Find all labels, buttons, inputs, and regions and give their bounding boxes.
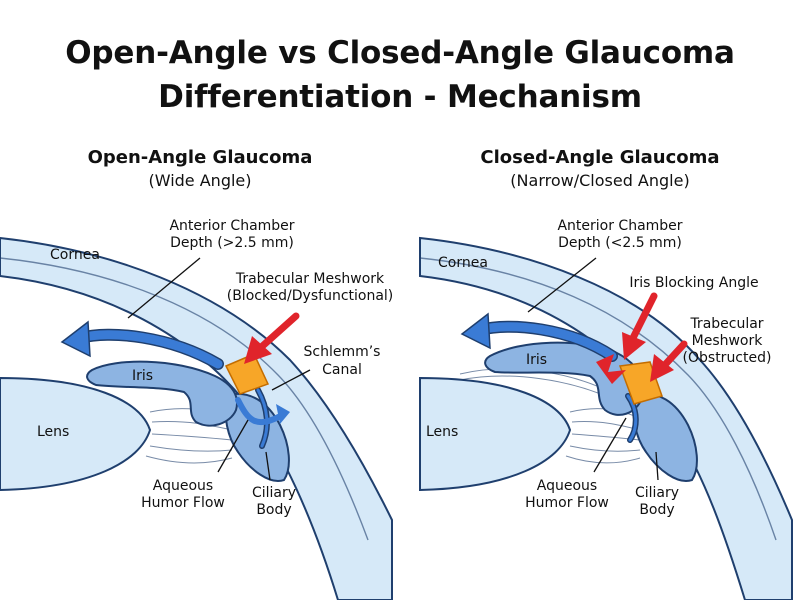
sclera-inner-line [0, 257, 369, 541]
aqueous-label-2: Humor Flow [525, 495, 609, 511]
schlemm-label-2: Canal [322, 362, 362, 378]
acd-label-1: Anterior Chamber [557, 218, 682, 234]
right-panel-header: Closed-Angle Glaucoma (Narrow/Closed Ang… [400, 146, 800, 192]
angle-block-burst [596, 354, 626, 384]
title-line-1: Open-Angle vs Closed-Angle Glaucoma [65, 35, 735, 71]
aqueous-flow-arrowhead [460, 312, 491, 350]
left-heading: Open-Angle Glaucoma [87, 147, 313, 168]
open-angle-diagram: Cornea Anterior Chamber Depth (>2.5 mm) … [0, 218, 394, 600]
tm-label-2: (Blocked/Dysfunctional) [227, 288, 394, 304]
acd-label-1: Anterior Chamber [169, 218, 294, 234]
title-line-2: Differentiation - Mechanism [158, 79, 642, 115]
acd-label-2: Depth (<2.5 mm) [558, 235, 682, 251]
ciliary-label-1: Ciliary [252, 485, 296, 501]
left-panel-header: Open-Angle Glaucoma (Wide Angle) [0, 146, 400, 192]
iris-shape [86, 360, 238, 427]
sclera-inner-line [419, 257, 777, 541]
ciliary-body-shape [632, 392, 698, 482]
right-heading: Closed-Angle Glaucoma [480, 147, 720, 168]
tm-label-3: (Obstructed) [683, 350, 772, 366]
lens-label: Lens [426, 424, 458, 440]
iris-block-red-pointer [628, 292, 658, 344]
ciliary-label-2: Body [639, 502, 674, 518]
tm-label-2: Meshwork [692, 333, 764, 349]
aqueous-label-2: Humor Flow [141, 495, 225, 511]
aqueous-flow-arrow-lower [235, 397, 285, 426]
meshwork-red-pointer [254, 312, 300, 354]
aqueous-flow-arrowhead-upper [60, 320, 91, 358]
schlemm-label-1: Schlemm’s [304, 344, 381, 360]
aqueous-label-1: Aqueous [153, 478, 213, 494]
cornea-label: Cornea [438, 255, 488, 271]
lens-shape [0, 376, 152, 492]
tm-label-1: Trabecular Meshwork [235, 271, 385, 287]
acd-label-2: Depth (>2.5 mm) [170, 235, 294, 251]
iris-label: Iris [132, 368, 153, 384]
ciliary-label-1: Ciliary [635, 485, 679, 501]
ciliary-label-2: Body [256, 502, 291, 518]
lens-shape [419, 376, 572, 492]
iris-label: Iris [526, 352, 547, 368]
iris-blocking-angle-label: Iris Blocking Angle [629, 275, 758, 291]
closed-angle-diagram: Cornea Anterior Chamber Depth (<2.5 mm) … [419, 218, 793, 600]
lens-label: Lens [37, 424, 69, 440]
trabecular-meshwork-shape [224, 353, 270, 395]
aqueous-label-1: Aqueous [537, 478, 597, 494]
left-subheading: (Wide Angle) [148, 171, 252, 190]
tm-label-1: Trabecular [689, 316, 763, 332]
cornea-label: Cornea [50, 247, 100, 263]
right-subheading: (Narrow/Closed Angle) [510, 171, 690, 190]
